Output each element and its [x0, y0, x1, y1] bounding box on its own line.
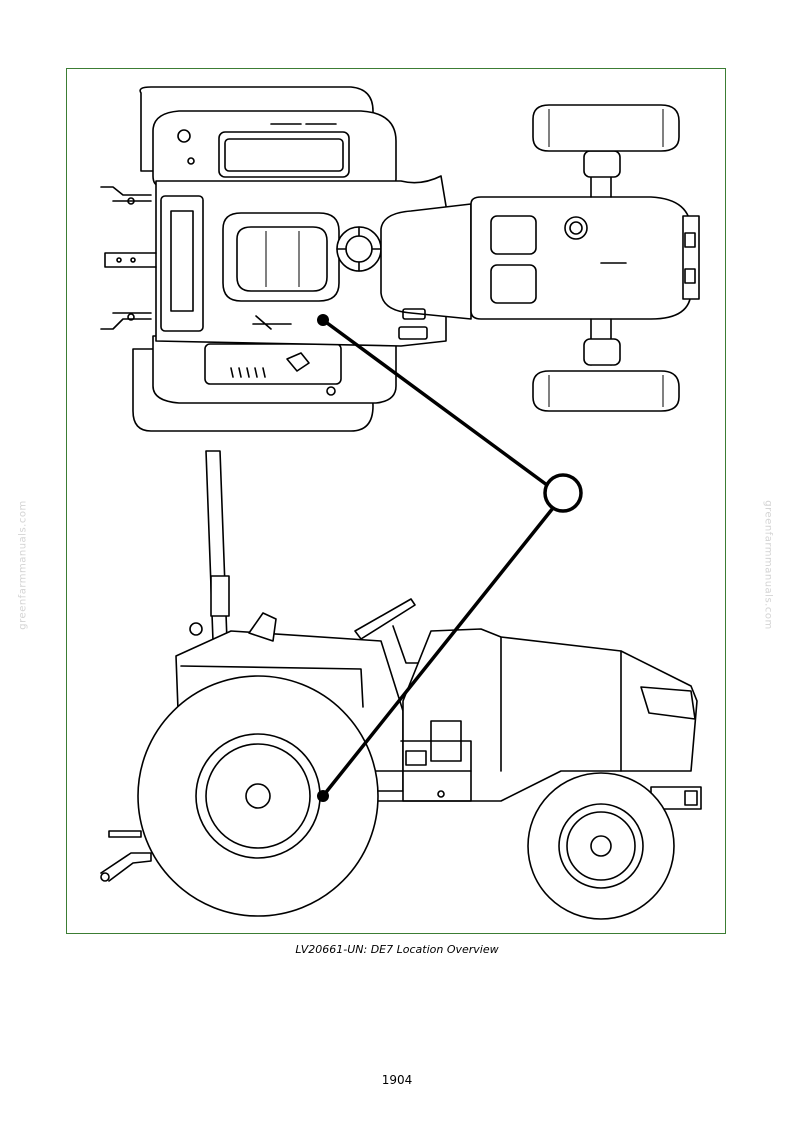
- front-left-wheel: [532, 104, 680, 152]
- figure-frame: [66, 68, 726, 934]
- tractor-illustration: [100, 86, 702, 920]
- de7-callout: [321, 318, 583, 798]
- callout-leader-top: [321, 318, 549, 487]
- front-right-wheel: [532, 370, 680, 412]
- figure-caption: LV20661-UN: DE7 Location Overview: [295, 943, 499, 956]
- tractor-top-view: [100, 86, 700, 432]
- callout-circle: [543, 473, 583, 513]
- tractor-side-view: [100, 450, 702, 920]
- watermark-left: greenfarmmanuals.com: [17, 500, 29, 630]
- page-number: 1904: [381, 1073, 413, 1087]
- watermark-right: greenfarmmanuals.com: [762, 500, 774, 630]
- front-wheel-side: [527, 772, 675, 920]
- rear-wheel-side: [137, 675, 379, 917]
- callout-leader-side: [321, 506, 555, 798]
